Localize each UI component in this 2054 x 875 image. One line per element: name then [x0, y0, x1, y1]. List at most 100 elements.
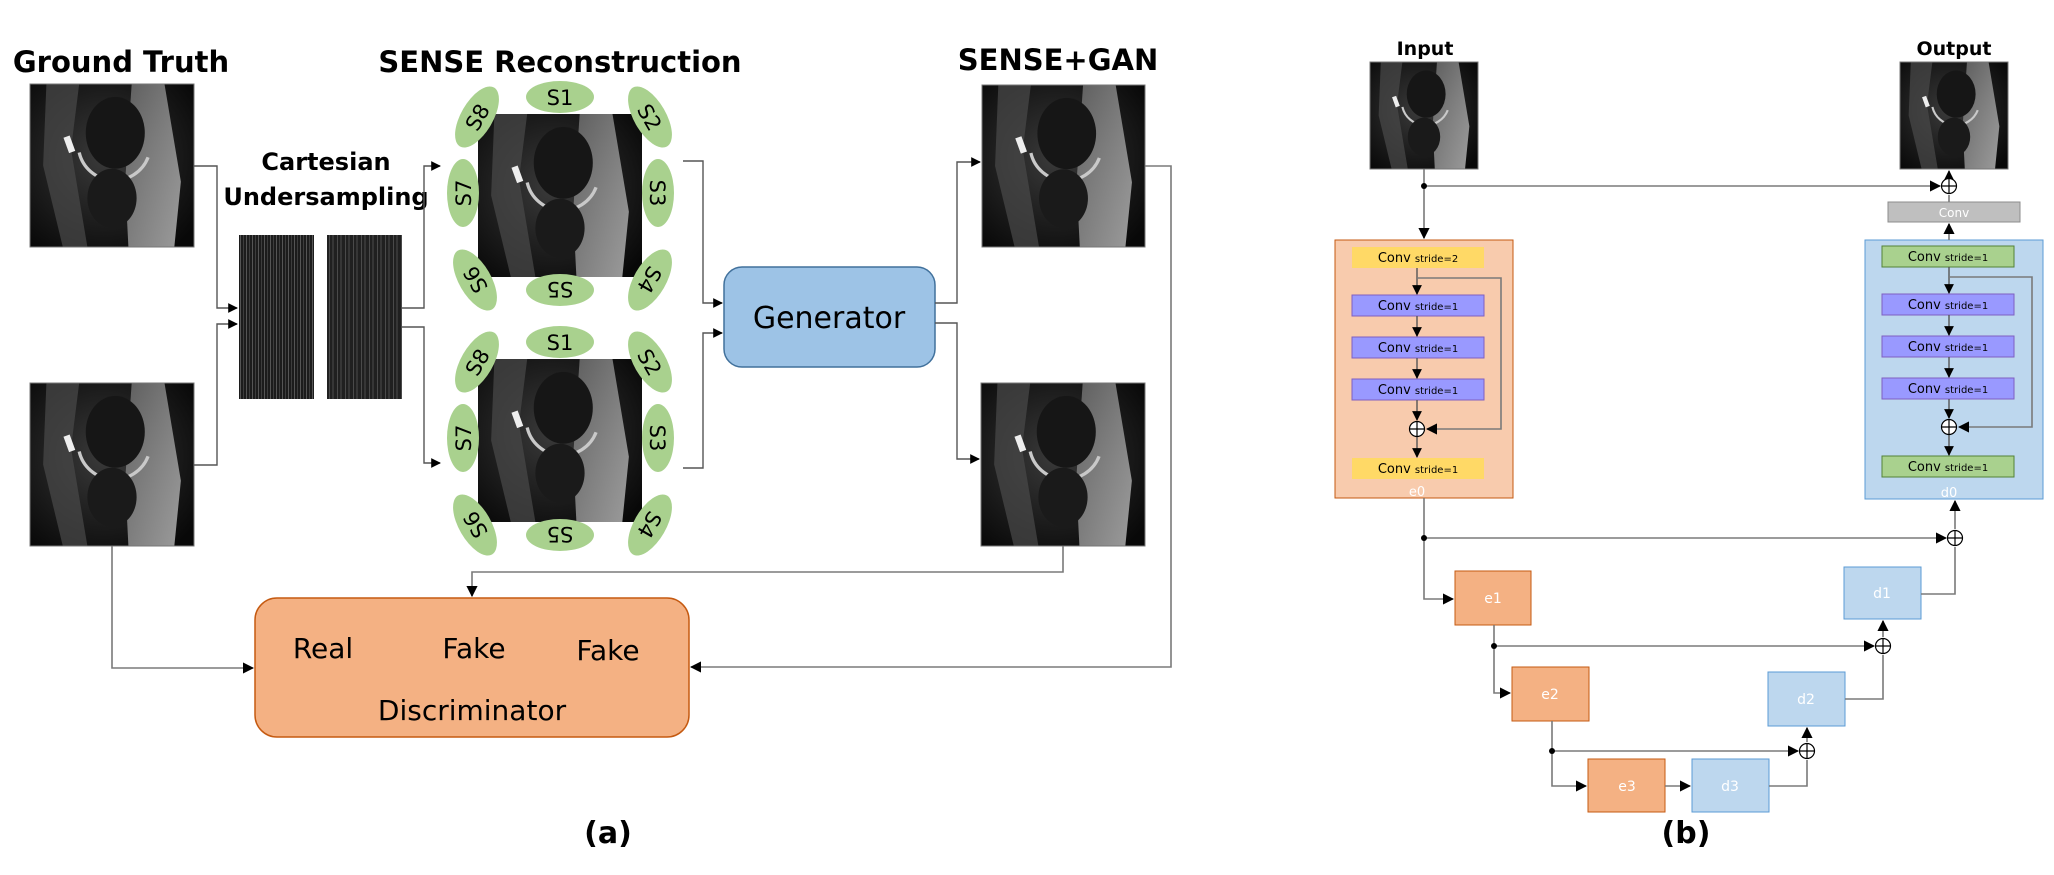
- panel-b-connectors: [1418, 169, 1961, 792]
- coil-label: S5: [547, 277, 574, 301]
- coil-s2: S2: [628, 331, 672, 393]
- output-image: [1899, 61, 2009, 170]
- gt2-to-mask-arrow: [194, 319, 238, 466]
- layer-label: Conv stride=1: [1908, 298, 1988, 313]
- ground-truth-image-2: [29, 382, 195, 547]
- coil-s5: S5: [526, 519, 594, 551]
- coil-s1: S1: [526, 81, 594, 113]
- sense-image-1: [478, 114, 642, 277]
- input-image: [1369, 61, 1479, 170]
- e0-to-e1-arrow: [1423, 498, 1455, 605]
- coil-s5: S5: [526, 274, 594, 306]
- decoder-d2: [1767, 671, 1846, 727]
- cartesian-mask-1: [239, 235, 314, 399]
- layer-label: Conv stride=1: [1378, 341, 1458, 356]
- coil-label: S5: [547, 522, 574, 546]
- sense-gan-title: SENSE+GAN: [958, 43, 1158, 77]
- e1-label: e1: [1484, 591, 1502, 607]
- sense-gan-image-2: [980, 382, 1146, 547]
- e0layers-layer-2: Conv stride=1: [1351, 336, 1485, 359]
- sense-image-2: [478, 359, 642, 522]
- ground-truth-title: Ground Truth: [13, 45, 229, 79]
- gan2-to-discriminator-arrow: [466, 546, 1064, 598]
- gt1-to-mask-arrow: [194, 165, 238, 313]
- coil-label: S7: [452, 180, 476, 207]
- decoder-d3: [1691, 758, 1770, 813]
- layer-label: Conv stride=1: [1908, 382, 1988, 397]
- mask-to-sense2-arrow: [402, 326, 441, 468]
- generator-to-gan1-arrow: [935, 157, 981, 304]
- layer-label: Conv stride=1: [1908, 460, 1988, 475]
- encoder-e2: [1511, 666, 1590, 722]
- sense2-to-generator-arrow: [683, 328, 723, 469]
- layer-label: Conv stride=1: [1378, 383, 1458, 398]
- layer-label: Conv stride=1: [1378, 462, 1458, 477]
- gt-to-discriminator-arrow: [111, 546, 255, 674]
- layer-label: Conv stride=2: [1378, 251, 1458, 266]
- coil-s4: S4: [628, 249, 672, 311]
- d1-to-plus-line: [1921, 547, 1956, 595]
- coil-s6: S6: [453, 249, 497, 311]
- ground-truth-image-1: [29, 83, 195, 248]
- sense-reconstruction-title: SENSE Reconstruction: [378, 45, 741, 79]
- coil-label: S1: [547, 86, 574, 110]
- final-conv-label: Conv: [1939, 206, 1969, 220]
- panel-b-label: (b): [1662, 816, 1711, 851]
- sense-gan-image-1: [981, 84, 1146, 248]
- d3-label: d3: [1721, 779, 1739, 795]
- sum-nodes: [1408, 177, 1964, 760]
- e0layers-layer-0: Conv stride=2: [1352, 247, 1484, 268]
- d2-label: d2: [1797, 692, 1815, 708]
- sum-node-icon: [1940, 418, 1958, 436]
- e2-to-e3-arrow: [1551, 721, 1588, 792]
- e2-label: e2: [1541, 687, 1559, 703]
- coil-label: S7: [452, 425, 476, 452]
- coil-s6: S6: [453, 494, 497, 556]
- layer-label: Conv stride=1: [1908, 250, 1988, 265]
- input-junction-dot: [1421, 183, 1427, 189]
- discriminator-label: Discriminator: [378, 694, 567, 727]
- e0layers-layer-4: Conv stride=1: [1352, 458, 1484, 479]
- d0layers-layer-1: Conv stride=1: [1881, 293, 2015, 316]
- discriminator-input-real: Real: [293, 632, 353, 665]
- sense1-to-generator-arrow: [683, 160, 723, 308]
- coil-s7: S7: [447, 159, 479, 227]
- e2-junction-dot: [1549, 748, 1555, 754]
- sum-node-icon: [1946, 529, 1964, 547]
- e0layers-layer-3: Conv stride=1: [1351, 378, 1485, 401]
- coil-label: S3: [645, 180, 669, 207]
- generator-label: Generator: [753, 301, 906, 336]
- d0-label: d0: [1941, 486, 1958, 501]
- e3-label: e3: [1618, 779, 1636, 795]
- e1-junction-dot: [1491, 643, 1497, 649]
- e0layers-layer-1: Conv stride=1: [1351, 294, 1485, 317]
- layer-label: Conv stride=1: [1908, 340, 1988, 355]
- mask-to-sense1-arrow: [402, 161, 441, 309]
- coil-s3: S3: [642, 404, 674, 472]
- decoder-d1: [1843, 566, 1922, 620]
- output-title: Output: [1917, 38, 1992, 60]
- d1-label: d1: [1873, 586, 1891, 602]
- e1-to-e2-arrow: [1493, 625, 1512, 699]
- sum-node-icon: [1874, 637, 1892, 655]
- panel-a-connectors: [111, 157, 1172, 674]
- cartesian-mask-2: [327, 235, 402, 399]
- cartesian-title: Cartesian: [261, 148, 390, 176]
- d2-to-plus-line: [1845, 655, 1884, 700]
- discriminator-input-fake-2: Fake: [576, 634, 639, 667]
- coil-s1: S1: [526, 326, 594, 358]
- coil-label: S3: [645, 425, 669, 452]
- d3-to-plus-line: [1769, 760, 1808, 787]
- coil-label: S1: [547, 331, 574, 355]
- discriminator-input-fake-1: Fake: [442, 632, 505, 665]
- e0-label: e0: [1409, 485, 1425, 500]
- generator-block: [723, 266, 936, 368]
- generator-to-gan2-arrow: [935, 322, 980, 464]
- panel-a: Ground Truth SENSE Reconstruction SENSE+…: [13, 43, 1172, 851]
- undersampling-title: Undersampling: [223, 183, 428, 211]
